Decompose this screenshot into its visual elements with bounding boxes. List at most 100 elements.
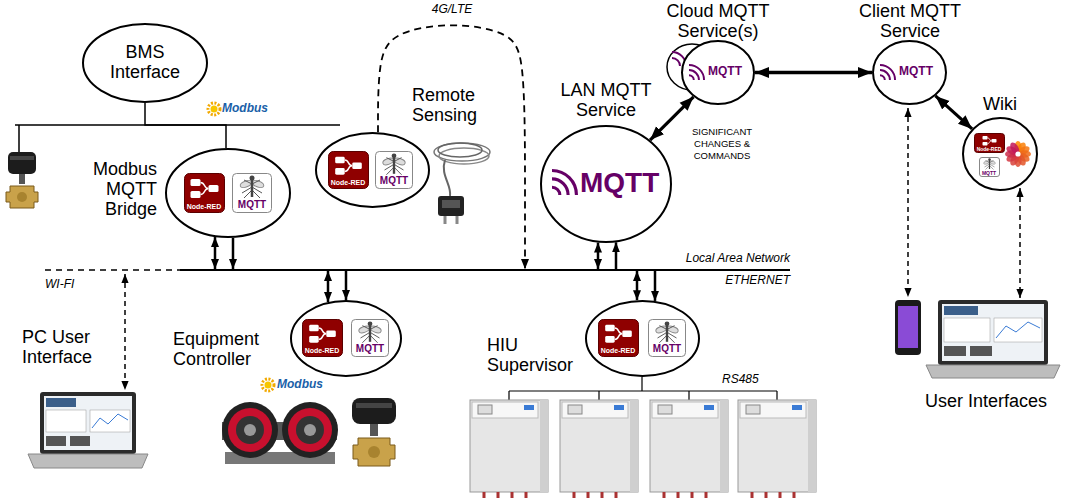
network-bus-outline	[45, 269, 180, 271]
hiu-unit-picture	[614, 405, 624, 410]
node-red-icon-outline	[309, 336, 319, 343]
modbus-gear	[262, 379, 274, 391]
node-red-icon-outline	[987, 138, 991, 144]
equipment-controller-ellipse-outline	[291, 301, 401, 376]
cloud-mqtt-ellipse: Cloud MQTT Service(s)MQTT	[681, 40, 755, 105]
valve-picture	[352, 398, 396, 466]
node-red-icon: Node-RED	[328, 151, 369, 189]
bridge-ellipse-outline	[166, 149, 290, 237]
bms-interface-ellipse: BMS Interface	[82, 23, 208, 103]
network-label: WI-FI	[45, 278, 74, 291]
lan-mqtt-ellipse-outline	[541, 126, 671, 242]
mqtt-logo-text: MQTT	[708, 65, 742, 78]
hiu-unit-picture	[568, 405, 582, 414]
node-red-icon: Node-RED	[302, 319, 343, 357]
connector-arrow	[145, 103, 226, 148]
hiu-unit-picture	[524, 405, 534, 410]
dashed-link	[907, 108, 909, 297]
mqtt-icon-outline	[393, 157, 395, 174]
mqtt-icon-outline	[233, 174, 272, 213]
mqtt-logo-waves	[552, 187, 560, 195]
node-red-icon-outline	[974, 134, 1004, 153]
hiu-unit-picture	[704, 405, 714, 410]
wiki-logo	[1015, 151, 1020, 156]
modbus-wire	[15, 125, 340, 152]
laptop-picture	[46, 410, 86, 432]
modbus-gear	[265, 382, 272, 389]
node-red-icon-outline	[344, 160, 352, 171]
valve-picture	[352, 398, 396, 424]
node-red-icon-outline	[335, 168, 345, 175]
sensor-picture	[444, 160, 450, 196]
laptop-picture	[46, 398, 76, 407]
node-heading: Client MQTT Service	[850, 2, 970, 42]
hiu-unit-picture	[472, 402, 538, 418]
laptop-picture	[938, 300, 1048, 365]
wiki-ellipse: WikiNode-REDMQTT	[962, 117, 1038, 191]
mqtt-logo-waves	[552, 179, 568, 195]
mqtt-logo-waves	[880, 70, 890, 80]
mqtt-icon-outline	[658, 326, 677, 343]
hiu-unit-picture	[478, 405, 492, 414]
hiu-unit-picture	[562, 402, 628, 418]
valve-picture	[10, 156, 34, 160]
laptop-picture	[40, 392, 136, 454]
sensor-picture	[438, 196, 464, 216]
node-heading: Modbus MQTT Bridge	[73, 160, 157, 219]
node-heading: Equipment Controller	[173, 330, 270, 370]
node-red-icon: Node-RED	[184, 173, 225, 213]
mqtt-icon-outline	[666, 325, 668, 342]
mqtt-icon-outline	[369, 325, 371, 342]
node-heading: LAN MQTT Service	[540, 81, 672, 121]
node-heading: Remote Sensing	[412, 86, 488, 126]
laptop-picture	[926, 300, 1060, 378]
mqtt-icon-outline	[979, 158, 999, 177]
hiu-supervisor-ellipse-outline	[586, 301, 699, 376]
icon-label: MQTT	[982, 171, 996, 176]
node-red-icon-outline	[208, 185, 218, 192]
edge-label: 4G/LTE	[430, 3, 474, 16]
mqtt-icon-outline	[352, 320, 389, 357]
twin-pump-picture	[296, 416, 324, 444]
mqtt-logo-waves	[689, 65, 704, 80]
group-caption: User Interfaces	[925, 392, 1047, 412]
remote-sensing-ellipse-outline	[316, 133, 429, 207]
network-bus-outline	[45, 269, 790, 271]
mqtt-logo-waves	[689, 75, 694, 80]
mqtt-logo-text: MQTT	[899, 65, 933, 78]
mqtt-icon: MQTT	[979, 157, 1000, 177]
node-red-icon-outline	[982, 142, 987, 146]
twin-pump-picture	[288, 408, 332, 452]
lan-mqtt-ellipse: LAN MQTT ServiceMQTT	[540, 125, 672, 243]
connector-arrow	[214, 237, 217, 269]
icon-label: MQTT	[238, 200, 266, 210]
laptop-picture	[28, 392, 148, 468]
hiu-unit-picture	[808, 400, 816, 492]
mqtt-logo-waves	[880, 65, 895, 80]
hiu-unit-picture	[560, 400, 638, 492]
laptop-picture	[46, 436, 66, 446]
mqtt-logo-waves	[689, 65, 704, 80]
node-heading: Cloud MQTT Service(s)	[658, 2, 778, 42]
node-red-icon-outline	[328, 152, 368, 189]
laptop-picture	[996, 322, 1040, 338]
laptop-picture	[28, 454, 148, 468]
modbus-gear	[262, 379, 274, 391]
phone-picture	[895, 300, 921, 355]
node-red-icon-outline	[326, 330, 336, 337]
sensor-picture	[438, 143, 482, 157]
hiu-unit-picture	[470, 400, 548, 492]
laptop-picture	[70, 436, 90, 446]
node-red-icon-outline	[190, 179, 200, 186]
network-bus: WI-FILocal Area NetworkETHERNET	[45, 269, 790, 271]
network-label: ETHERNET	[725, 274, 790, 287]
mqtt-icon-outline	[250, 176, 255, 181]
node-red-icon-outline	[614, 328, 622, 339]
wiki-logo	[1008, 141, 1021, 156]
valve-picture	[19, 174, 25, 184]
sensor-picture	[434, 143, 490, 224]
mqtt-icon-outline	[655, 321, 679, 342]
network-label: Local Area Network	[686, 252, 790, 265]
mqtt-icon-outline	[358, 321, 382, 342]
